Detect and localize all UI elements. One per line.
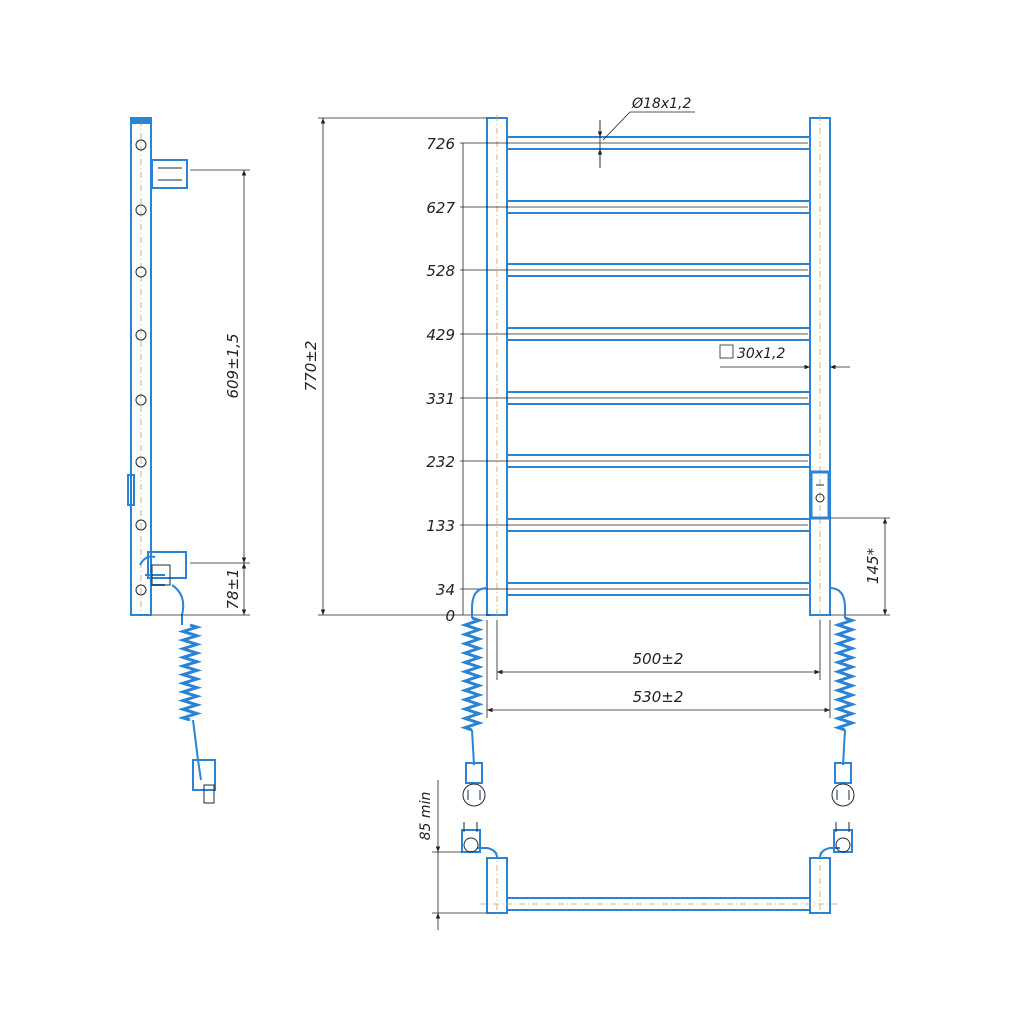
side-coiled-cord [171,584,216,804]
front-view: 726 627 528 429 331 232 133 34 0 770±2 Ø… [302,96,890,807]
bottom-right-plug [819,822,853,859]
dim-outer-width: 530±2 [633,688,684,706]
height-label: 429 [426,326,455,344]
dim-min-clearance: 85 min [418,792,434,841]
height-label: 726 [426,135,455,153]
dim-overall-height: 770±2 [302,341,320,392]
height-label: 331 [426,390,455,408]
profile-label: 30x1,2 [737,346,785,362]
height-label: 0 [445,607,455,625]
lower-bracket [139,551,187,586]
left-cord [460,587,488,807]
rungs [506,136,811,596]
height-label: 627 [426,199,455,217]
bottom-left-plug [461,822,498,859]
dim-lower-mount: 78±1 [224,568,242,609]
side-bar-stubs [135,139,147,596]
height-label: 34 [436,581,455,599]
side-view: 609±1,5 78±1 [127,117,250,804]
upper-bracket [151,159,188,189]
bottom-view: 85 min [418,780,853,930]
tube-label: Ø18x1,2 [631,96,691,112]
dim-inner-width: 500±2 [633,650,684,668]
right-cord [829,587,857,807]
thermostat [809,470,831,520]
height-label: 528 [426,262,455,280]
dim-mount-spacing: 609±1,5 [224,333,242,398]
side-switch [127,474,135,506]
height-label: 232 [426,453,455,471]
profile-callout: 30x1,2 [719,344,850,370]
height-label: 133 [426,517,455,535]
tube-callout: Ø18x1,2 [597,96,695,168]
height-scale: 726 627 528 429 331 232 133 34 0 [426,135,808,625]
dim-heater-offset: 145* [864,547,882,584]
